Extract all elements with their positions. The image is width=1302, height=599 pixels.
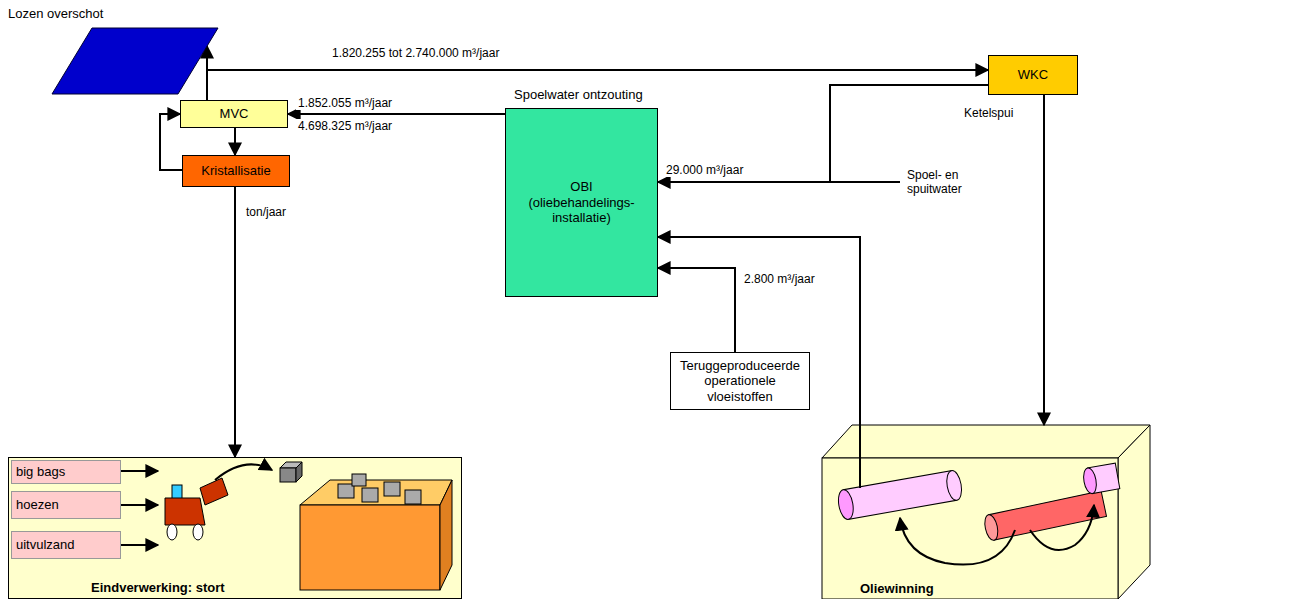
box-label: Lozen overschot xyxy=(8,6,103,22)
note-label: Ketelspui xyxy=(962,106,1015,120)
box-label: Kristallisatie xyxy=(201,163,270,179)
flow-arrow xyxy=(658,268,735,352)
parallelogram-outline xyxy=(52,28,218,94)
box-heading: Spoelwater ontzouting xyxy=(514,87,643,103)
disposal-panel: Eindverwerking: stort big bags hoezen uitvu… xyxy=(8,457,462,599)
flow-arrow xyxy=(234,128,236,155)
material-box: big bags xyxy=(11,460,121,484)
box-label: MVC xyxy=(220,106,249,122)
box-label: (oliebehandelings- installatie) xyxy=(506,195,657,226)
box-label: big bags xyxy=(16,464,65,480)
flow-label: ton/jaar xyxy=(244,205,288,219)
flow-arrow xyxy=(234,187,236,457)
box-label: Eindverwerking: stort xyxy=(91,580,225,596)
material-box: uitvulzand xyxy=(11,531,121,559)
material-box: hoezen xyxy=(11,491,121,519)
cube xyxy=(280,462,302,482)
flow-label: 1.852.055 m³/jaar xyxy=(296,96,394,110)
panel-fill xyxy=(8,457,462,599)
input-arrows xyxy=(120,471,158,545)
pipe-riser xyxy=(859,425,861,488)
treatment-box: Spoelwater ontzoutingOBI(oliebehandeling… xyxy=(505,108,658,297)
box-label: Oliewinning xyxy=(860,581,934,597)
discharge-area: Lozen overschot xyxy=(8,6,220,96)
box-label: OBI xyxy=(570,179,592,195)
box-label: Teruggeproduceerde operationele vloeisto… xyxy=(675,358,805,405)
box-label: uitvulzand xyxy=(16,537,75,553)
flow-arrow xyxy=(658,237,860,425)
box-label: WKC xyxy=(1018,67,1048,83)
transport-arrow xyxy=(215,464,272,480)
oil-field: Oliewinning xyxy=(822,425,1152,599)
flow-arrow xyxy=(288,113,505,115)
chp-box: WKC xyxy=(988,55,1078,95)
note-label: Spoel- en spuitwater xyxy=(905,168,971,197)
landfill-bin xyxy=(300,474,452,590)
source-box: Teruggeproduceerde operationele vloeisto… xyxy=(670,352,810,410)
well-pipes xyxy=(836,463,1119,541)
oil-field-block xyxy=(822,425,1150,599)
box-label: hoezen xyxy=(16,497,59,513)
flow-arrow xyxy=(1043,95,1045,425)
flow-arrow xyxy=(160,114,182,170)
supply-line xyxy=(830,181,900,183)
forklift xyxy=(165,478,228,540)
process-box: MVC xyxy=(180,100,288,128)
process-box: Kristallisatie xyxy=(182,155,290,187)
flow-label: 29.000 m³/jaar xyxy=(664,163,745,177)
flow-label: 2.800 m³/jaar xyxy=(742,272,817,286)
flow-curves xyxy=(900,505,1094,565)
flow-label: 1.820.255 tot 2.740.000 m³/jaar xyxy=(330,46,501,60)
note-label: 4.698.325 m³/jaar xyxy=(296,119,394,133)
